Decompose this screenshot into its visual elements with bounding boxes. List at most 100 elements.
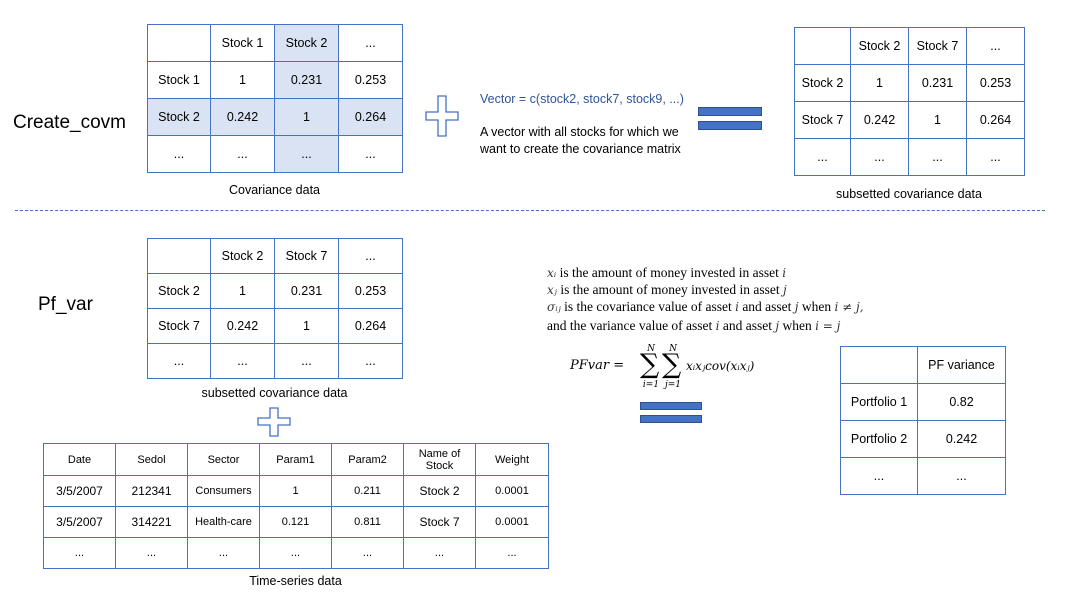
math-line-3: σᵢⱼ is the covariance value of asset i a… [547, 299, 864, 315]
plus-icon [425, 95, 459, 137]
table-cell: 1 [210, 273, 275, 309]
table-cell: ... [338, 135, 403, 173]
table-row: ... ... ... ... [147, 135, 403, 173]
math-text: and asset [722, 318, 772, 333]
math-var: j [794, 300, 799, 314]
table-cell: Portfolio 1 [840, 383, 918, 421]
sum-top-n: N [647, 344, 655, 354]
sum-bottom-j: j=1 [664, 380, 682, 390]
table-cell: 0.82 [917, 383, 1006, 421]
table-header-row: Stock 1 Stock 2 ... [147, 24, 403, 62]
table-cell: Stock 2 [210, 238, 275, 274]
sum-bottom-i: i=1 [642, 380, 660, 390]
table-cell: 1 [259, 475, 332, 507]
table-cell: ... [966, 27, 1025, 65]
table-cell: ... [908, 138, 967, 176]
table-cell: 0.264 [338, 98, 403, 136]
table-cell: ... [338, 238, 403, 274]
table-cell: Name of Stock [403, 443, 476, 476]
table-cell: ... [210, 135, 275, 173]
subset-covariance-caption-2: subsetted covariance data [201, 386, 348, 400]
section-divider [15, 210, 1045, 211]
math-var: i ≠ j, [834, 300, 864, 314]
table-cell: ... [147, 343, 211, 379]
table-cell: ... [840, 457, 918, 495]
table-cell: 1 [210, 61, 275, 99]
table-cell: 0.121 [259, 506, 332, 538]
table-cell: ... [475, 537, 549, 569]
table-cell: ... [966, 138, 1025, 176]
table-row: Stock 7 0.242 1 0.264 [794, 101, 1025, 139]
table-row: Stock 1 1 0.231 0.253 [147, 61, 403, 99]
math-var: i [735, 300, 739, 314]
table-cell: Param2 [331, 443, 404, 476]
table-row: ... ... [840, 457, 1006, 495]
math-var: j [783, 283, 787, 297]
create-covm-label: Create_covm [13, 112, 126, 133]
table-cell: 3/5/2007 [43, 475, 116, 507]
table-row: Stock 2 0.242 1 0.264 [147, 98, 403, 136]
table-cell: 1 [908, 101, 967, 139]
table-cell: ... [210, 343, 275, 379]
table-cell: ... [274, 343, 339, 379]
table-row: ... ... ... ... [147, 343, 403, 379]
table-cell: ... [338, 343, 403, 379]
subset-covariance-table: Stock 2 Stock 7 ... Stock 2 1 0.231 0.25… [794, 27, 1025, 176]
table-cell: Param1 [259, 443, 332, 476]
math-var: σᵢⱼ [547, 300, 561, 314]
table-cell: Stock 2 [403, 475, 476, 507]
table-row: ... ... ... ... [794, 138, 1025, 176]
vector-description-line1: A vector with all stocks for which we [480, 125, 679, 139]
table-cell: PF variance [917, 346, 1006, 384]
pf-variance-formula: PFvar = N ∑ i=1 N ∑ j=1 xᵢxⱼcov(xᵢxⱼ) [570, 342, 780, 392]
table-cell: Stock 7 [274, 238, 339, 274]
table-cell: 212341 [115, 475, 188, 507]
math-var: i [782, 266, 787, 280]
table-cell: 1 [274, 308, 339, 344]
sum-symbol-i: ∑ [640, 349, 660, 380]
table-row: ... ... ... ... ... ... ... [43, 537, 549, 569]
table-cell: 0.264 [338, 308, 403, 344]
table-cell: Stock 1 [147, 61, 211, 99]
table-cell: 3/5/2007 [43, 506, 116, 538]
subset-covariance-caption: subsetted covariance data [836, 187, 982, 201]
table-cell: ... [850, 138, 909, 176]
formula-lhs: PFvar = [570, 358, 625, 373]
table-cell: ... [43, 537, 116, 569]
table-cell: Weight [475, 443, 549, 476]
table-cell: Stock 2 [850, 27, 909, 65]
table-header-row: Date Sedol Sector Param1 Param2 Name of … [43, 443, 549, 476]
table-cell: ... [331, 537, 404, 569]
table-cell: 0.253 [966, 64, 1025, 102]
vector-code: Vector = c(stock2, stock7, stock9, ...) [480, 92, 684, 106]
table-cell: 1 [274, 98, 339, 136]
table-cell: ... [338, 24, 403, 62]
table-cell: 314221 [115, 506, 188, 538]
subset-covariance-table-2: Stock 2 Stock 7 ... Stock 2 1 0.231 0.25… [147, 238, 403, 379]
table-cell: 0.0001 [475, 506, 549, 538]
table-cell: 0.231 [274, 273, 339, 309]
math-text: is the covariance value of asset [564, 299, 732, 314]
table-cell: Stock 7 [794, 101, 851, 139]
table-cell: Stock 2 [274, 24, 339, 62]
table-cell: Stock 7 [147, 308, 211, 344]
covariance-caption: Covariance data [228, 183, 321, 197]
math-text: and asset [742, 299, 792, 314]
math-line-2: xⱼ is the amount of money invested in as… [547, 282, 787, 298]
table-cell: 0.242 [917, 420, 1006, 458]
time-series-table: Date Sedol Sector Param1 Param2 Name of … [43, 443, 549, 569]
table-header-row: Stock 2 Stock 7 ... [147, 238, 403, 274]
table-row: 3/5/2007 212341 Consumers 1 0.211 Stock … [43, 475, 549, 507]
table-cell: Portfolio 2 [840, 420, 918, 458]
formula-body: xᵢxⱼcov(xᵢxⱼ) [686, 359, 755, 373]
table-cell: 0.242 [850, 101, 909, 139]
table-cell: Sector [187, 443, 260, 476]
table-row: 3/5/2007 314221 Health-care 0.121 0.811 … [43, 506, 549, 538]
table-cell [794, 27, 851, 65]
math-var: j [775, 319, 780, 333]
table-row: Stock 7 0.242 1 0.264 [147, 308, 403, 344]
table-cell: ... [259, 537, 332, 569]
covariance-table: Stock 1 Stock 2 ... Stock 1 1 0.231 0.25… [147, 24, 403, 173]
table-cell: 0.0001 [475, 475, 549, 507]
table-header-row: Stock 2 Stock 7 ... [794, 27, 1025, 65]
